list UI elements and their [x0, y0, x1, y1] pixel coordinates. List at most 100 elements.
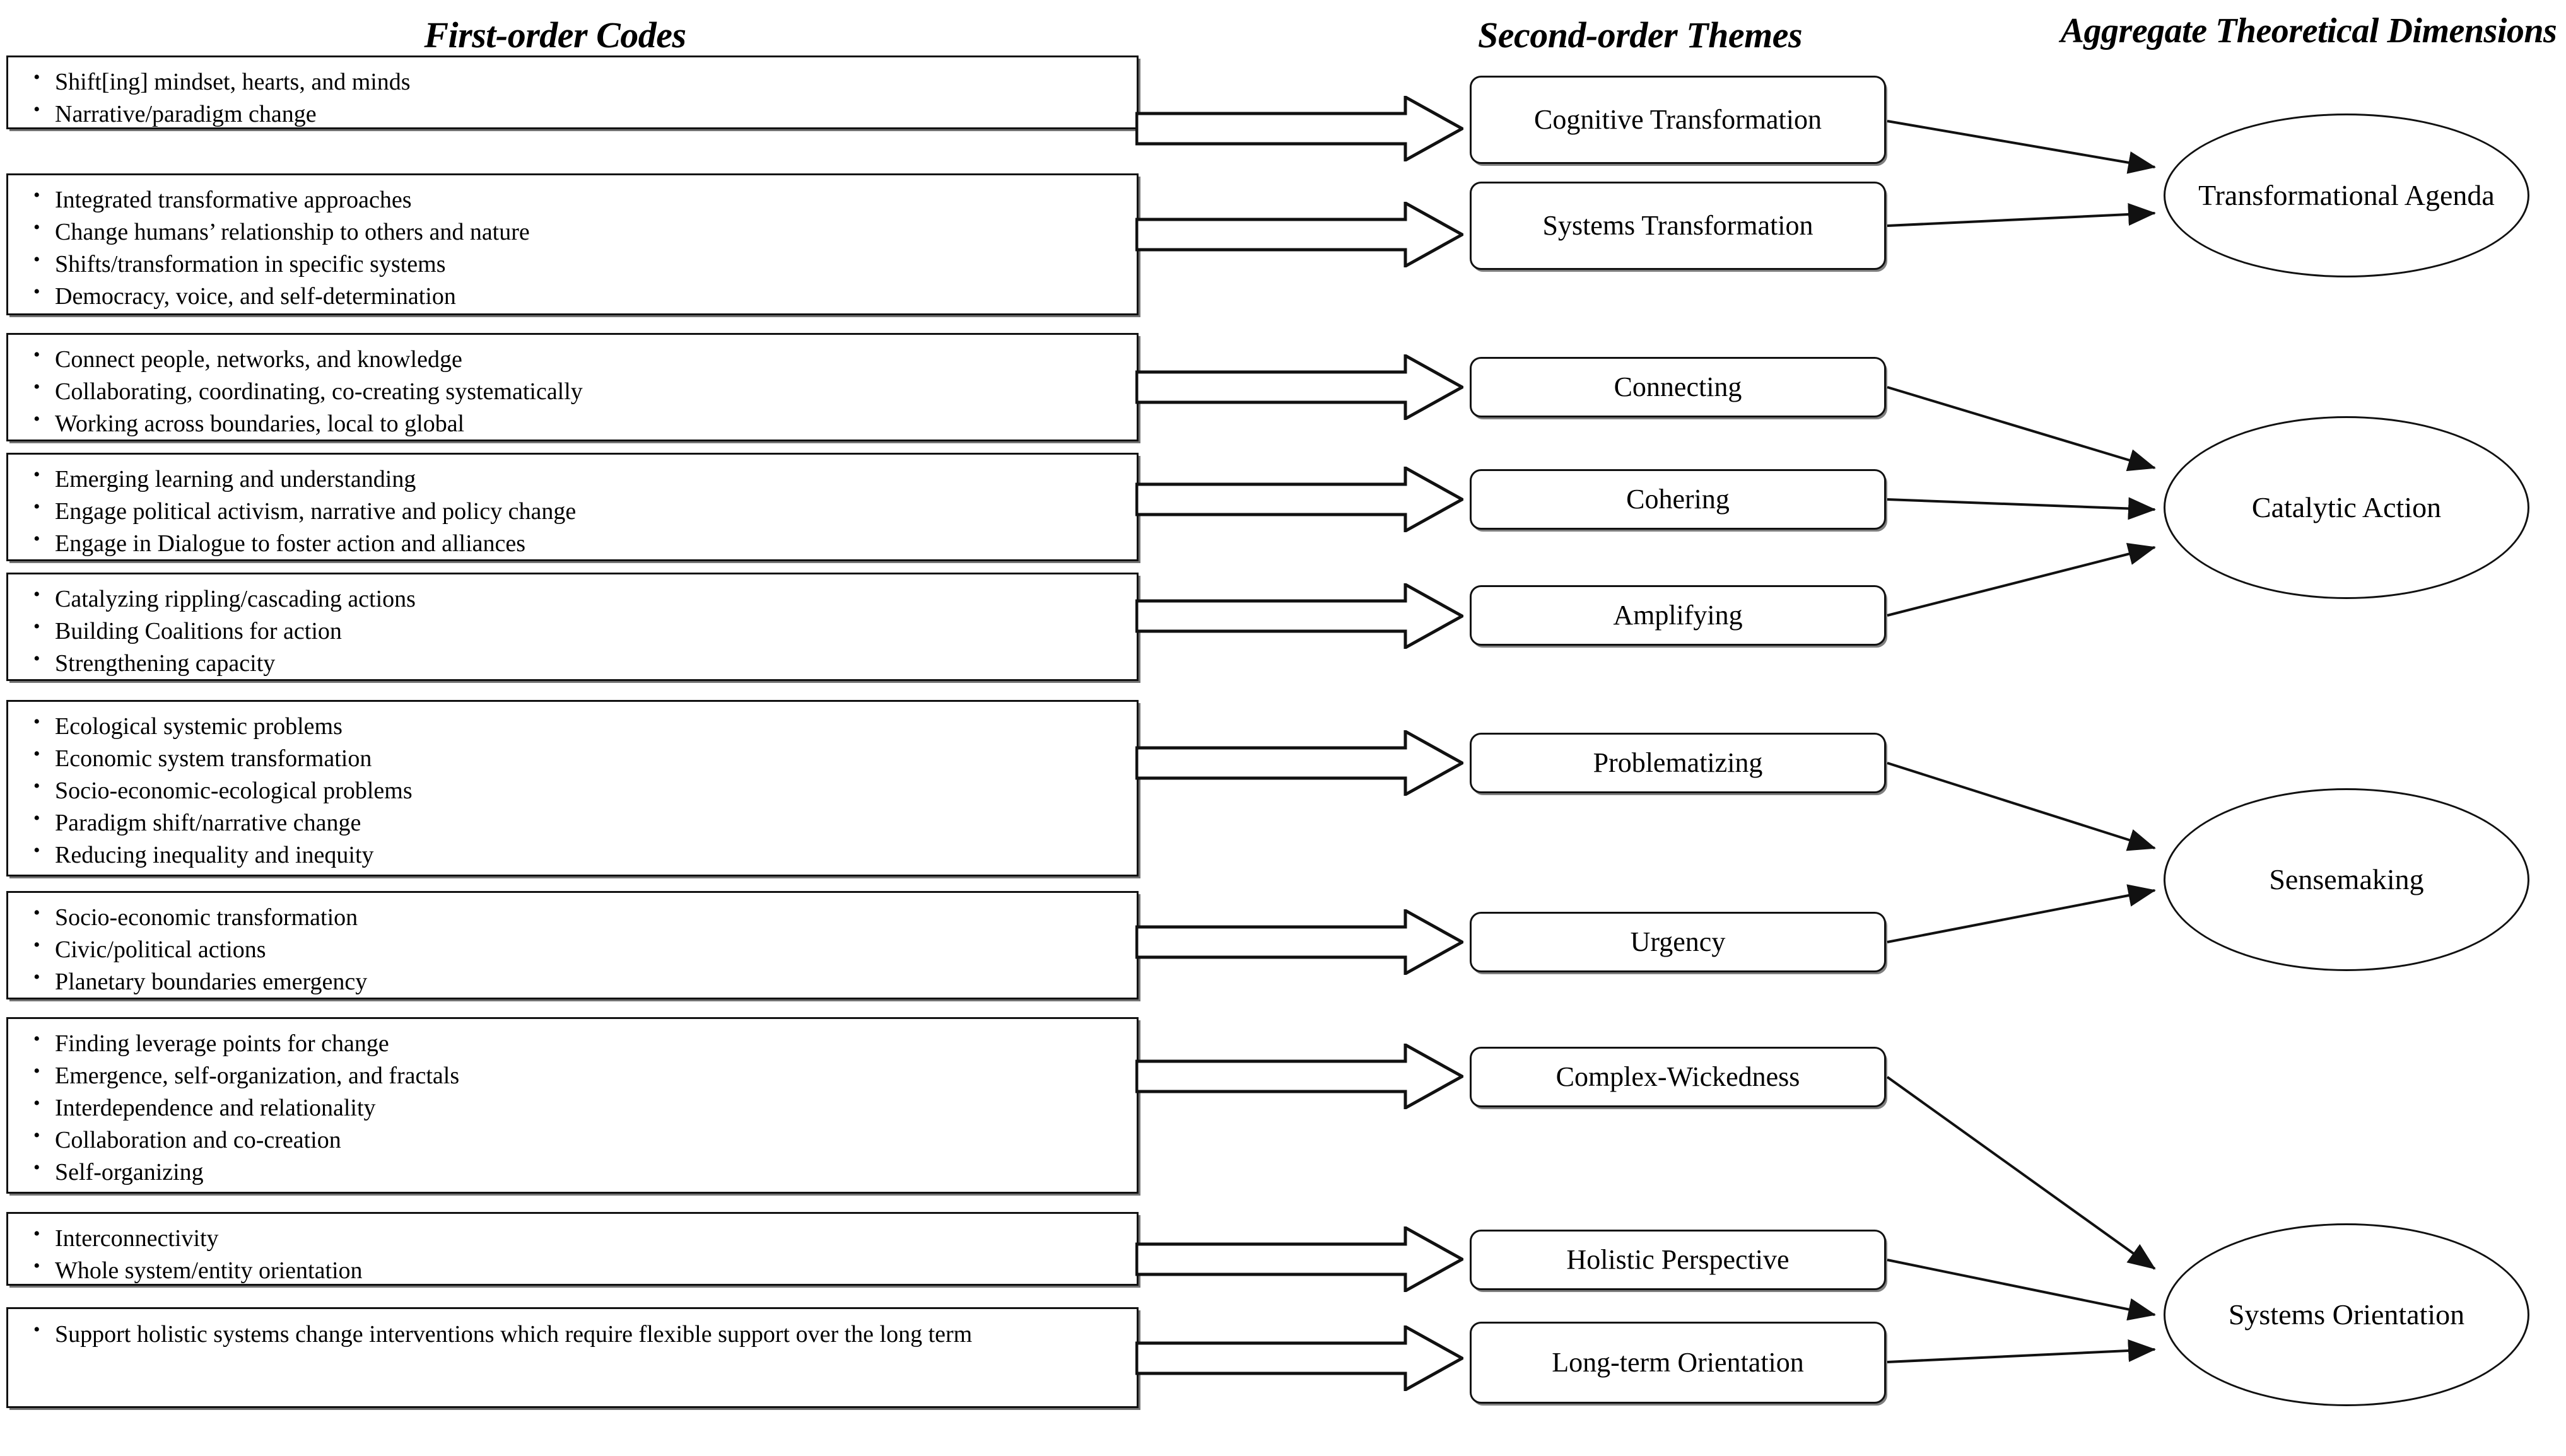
list-item: Engage political activism, narrative and… [30, 494, 1137, 528]
theme-label: Cohering [1626, 484, 1730, 515]
first-order-code-box-10[interactable]: Support holistic systems change interven… [6, 1307, 1139, 1408]
list-item: Ecological systemic problems [30, 709, 1137, 743]
second-order-theme-long-term-orientation[interactable]: Long-term Orientation [1470, 1322, 1886, 1404]
connector-complex-wickedness-to-systems-orientation [1886, 1076, 2156, 1270]
second-order-theme-cognitive-transformation[interactable]: Cognitive Transformation [1470, 76, 1886, 164]
list-item: Paradigm shift/narrative change [30, 806, 1137, 839]
list-item: Interconnectivity [30, 1221, 1137, 1255]
dimension-label: Sensemaking [2269, 863, 2424, 896]
theme-label: Systems Transformation [1542, 210, 1813, 242]
first-order-code-box-8[interactable]: Finding leverage points for change Emerg… [6, 1017, 1139, 1194]
theme-label: Connecting [1614, 371, 1742, 403]
code-list: Finding leverage points for change Emerg… [8, 1019, 1137, 1196]
first-order-code-box-5[interactable]: Catalyzing rippling/cascading actions Bu… [6, 573, 1139, 681]
list-item: Self-organizing [30, 1155, 1137, 1189]
list-item: Emerging learning and understanding [30, 462, 1137, 496]
block-arrow-to-connecting [1135, 354, 1463, 420]
block-arrow-to-long-term-orientation [1135, 1325, 1463, 1391]
dimension-label: Catalytic Action [2251, 491, 2442, 524]
list-item: Collaborating, coordinating, co-creating… [30, 375, 1137, 408]
connector-long-term-orientation-to-systems-orientation [1887, 1339, 2156, 1363]
theme-label: Urgency [1630, 926, 1726, 958]
first-order-code-box-3[interactable]: Connect people, networks, and knowledge … [6, 333, 1139, 441]
code-list: Emerging learning and understanding Enga… [8, 455, 1137, 566]
column-header-second-order: Second-order Themes [1477, 15, 1803, 55]
connector-urgency-to-sensemaking [1887, 884, 2156, 943]
list-item: Reducing inequality and inequity [30, 838, 1137, 871]
list-item: Shifts/transformation in specific system… [30, 247, 1137, 281]
list-item: Integrated transformative approaches [30, 183, 1137, 216]
first-order-code-box-6[interactable]: Ecological systemic problems Economic sy… [6, 700, 1139, 877]
code-list: Interconnectivity Whole system/entity or… [8, 1214, 1137, 1293]
code-list: Integrated transformative approaches Cha… [8, 175, 1137, 319]
list-item: Connect people, networks, and knowledge [30, 342, 1137, 376]
block-arrow-to-amplifying [1135, 583, 1463, 649]
theme-label: Cognitive Transformation [1534, 104, 1822, 136]
list-item: Change humans’ relationship to others an… [30, 215, 1137, 248]
first-order-code-box-1[interactable]: Shift[ing] mindset, hearts, and minds Na… [6, 55, 1139, 129]
connector-connecting-to-catalytic [1887, 386, 2156, 472]
theme-label: Amplifying [1613, 600, 1743, 631]
first-order-code-box-9[interactable]: Interconnectivity Whole system/entity or… [6, 1212, 1139, 1286]
second-order-theme-problematizing[interactable]: Problematizing [1470, 733, 1886, 793]
connector-amplifying-to-catalytic [1887, 542, 2156, 617]
list-item: Planetary boundaries emergency [30, 965, 1137, 998]
code-list: Shift[ing] mindset, hearts, and minds Na… [8, 57, 1137, 137]
theme-label: Problematizing [1593, 747, 1763, 779]
aggregate-dimension-transformational-agenda[interactable]: Transformational Agenda [2164, 114, 2529, 277]
connector-systems-transformation-to-transformational [1887, 202, 2156, 227]
list-item: Collaboration and co-creation [30, 1123, 1137, 1156]
block-arrow-to-holistic-perspective [1135, 1226, 1463, 1292]
list-item: Socio-economic-ecological problems [30, 774, 1137, 807]
column-header-first-order: First-order Codes [424, 15, 686, 55]
list-item: Working across boundaries, local to glob… [30, 407, 1137, 440]
first-order-code-box-7[interactable]: Socio-economic transformation Civic/poli… [6, 891, 1139, 999]
first-order-code-box-2[interactable]: Integrated transformative approaches Cha… [6, 173, 1139, 315]
code-list: Catalyzing rippling/cascading actions Bu… [8, 574, 1137, 686]
list-item: Engage in Dialogue to foster action and … [30, 527, 1137, 560]
second-order-theme-urgency[interactable]: Urgency [1470, 912, 1886, 972]
list-item: Economic system transformation [30, 742, 1137, 775]
list-item: Strengthening capacity [30, 646, 1137, 680]
list-item: Catalyzing rippling/cascading actions [30, 582, 1137, 615]
connector-cognitive-to-transformational [1887, 120, 2156, 174]
list-item: Democracy, voice, and self-determination [30, 279, 1137, 313]
list-item: Narrative/paradigm change [30, 97, 1137, 131]
code-list: Socio-economic transformation Civic/poli… [8, 893, 1137, 1005]
second-order-theme-cohering[interactable]: Cohering [1470, 469, 1886, 530]
list-item: Socio-economic transformation [30, 900, 1137, 934]
connector-cohering-to-catalytic [1887, 497, 2156, 520]
block-arrow-to-cohering [1135, 467, 1463, 532]
list-item: Shift[ing] mindset, hearts, and minds [30, 65, 1137, 98]
second-order-theme-holistic-perspective[interactable]: Holistic Perspective [1470, 1230, 1886, 1290]
list-item: Support holistic systems change interven… [30, 1317, 1137, 1351]
code-list: Ecological systemic problems Economic sy… [8, 702, 1137, 878]
first-order-code-box-4[interactable]: Emerging learning and understanding Enga… [6, 453, 1139, 561]
block-arrow-to-problematizing [1135, 730, 1463, 796]
theme-label: Long-term Orientation [1552, 1347, 1804, 1378]
block-arrow-to-complex-wickedness [1135, 1044, 1463, 1109]
theme-label: Holistic Perspective [1566, 1244, 1790, 1276]
second-order-theme-connecting[interactable]: Connecting [1470, 357, 1886, 417]
aggregate-dimension-catalytic-action[interactable]: Catalytic Action [2164, 416, 2529, 599]
code-list: Connect people, networks, and knowledge … [8, 335, 1137, 446]
connector-problematizing-to-sensemaking [1887, 762, 2156, 851]
dimension-label: Transformational Agenda [2198, 179, 2495, 212]
code-list: Support holistic systems change interven… [8, 1309, 1137, 1357]
dimension-label: Systems Orientation [2228, 1298, 2465, 1331]
block-arrow-to-systems-transformation [1135, 202, 1463, 267]
column-header-aggregate-dimensions: Aggregate Theoretical Dimensions [2060, 11, 2557, 50]
second-order-theme-systems-transformation[interactable]: Systems Transformation [1470, 182, 1886, 270]
list-item: Building Coalitions for action [30, 614, 1137, 648]
second-order-theme-complex-wickedness[interactable]: Complex-Wickedness [1470, 1047, 1886, 1107]
list-item: Finding leverage points for change [30, 1027, 1137, 1060]
aggregate-dimension-systems-orientation[interactable]: Systems Orientation [2164, 1223, 2529, 1406]
second-order-theme-amplifying[interactable]: Amplifying [1470, 585, 1886, 646]
list-item: Emergence, self-organization, and fracta… [30, 1059, 1137, 1092]
list-item: Interdependence and relationality [30, 1091, 1137, 1124]
aggregate-dimension-sensemaking[interactable]: Sensemaking [2164, 788, 2529, 971]
block-arrow-to-urgency [1135, 909, 1463, 975]
connector-holistic-perspective-to-systems-orientation [1887, 1259, 2156, 1321]
theme-label: Complex-Wickedness [1555, 1061, 1800, 1093]
